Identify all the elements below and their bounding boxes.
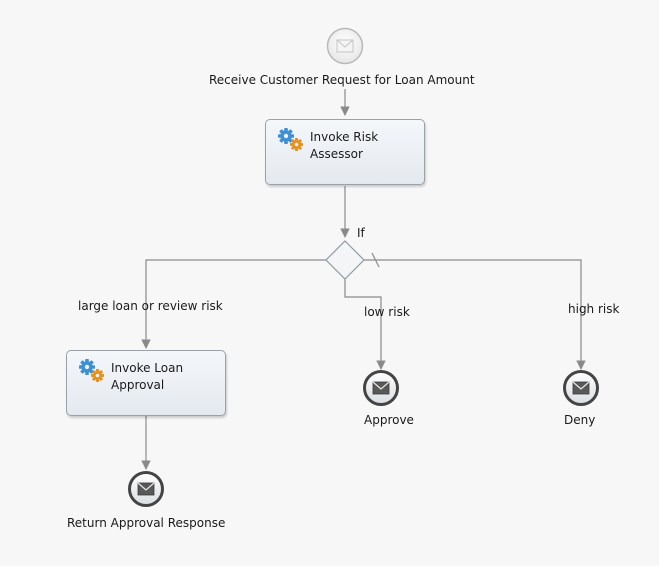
return-approval-label: Return Approval Response	[67, 516, 226, 530]
edge-label-high-risk: high risk	[568, 302, 620, 316]
gear-icon	[278, 128, 303, 151]
envelope-icon	[336, 39, 354, 53]
edge-gateway-to-approve[interactable]	[344, 279, 386, 370]
task-label-line2: Approval	[111, 378, 165, 392]
start-event[interactable]	[326, 27, 364, 65]
gateway-label: If	[357, 226, 365, 240]
envelope-icon	[372, 381, 390, 395]
gear-icon	[79, 359, 104, 382]
edge-gateway-to-deny[interactable]	[364, 259, 586, 370]
start-event-label: Receive Customer Request for Loan Amount	[209, 73, 475, 87]
end-event-return[interactable]	[128, 471, 164, 507]
exclusive-gateway[interactable]	[325, 240, 365, 280]
task-label-line2: Assessor	[310, 147, 363, 161]
task-label: Invoke Loan Approval	[111, 360, 183, 394]
approve-label: Approve	[364, 413, 414, 427]
connectors	[141, 89, 586, 470]
end-event-approve[interactable]	[363, 370, 399, 406]
envelope-icon	[572, 381, 590, 395]
end-event-deny[interactable]	[563, 370, 599, 406]
edge-label-low-risk: low risk	[364, 305, 410, 319]
task-label-line1: Invoke Loan	[111, 361, 184, 375]
invoke-loan-approval-task[interactable]: Invoke Loan Approval	[66, 350, 226, 416]
task-label: Invoke Risk Assessor	[310, 129, 378, 163]
edge-label-large-loan: large loan or review risk	[78, 299, 223, 313]
edge-gateway-to-loan-approval[interactable]	[141, 259, 326, 349]
task-label-line1: Invoke Risk	[310, 130, 379, 144]
envelope-icon	[137, 482, 155, 496]
deny-label: Deny	[564, 413, 596, 427]
invoke-risk-assessor-task[interactable]: Invoke Risk Assessor	[265, 119, 425, 185]
default-flow-slash	[371, 252, 380, 268]
